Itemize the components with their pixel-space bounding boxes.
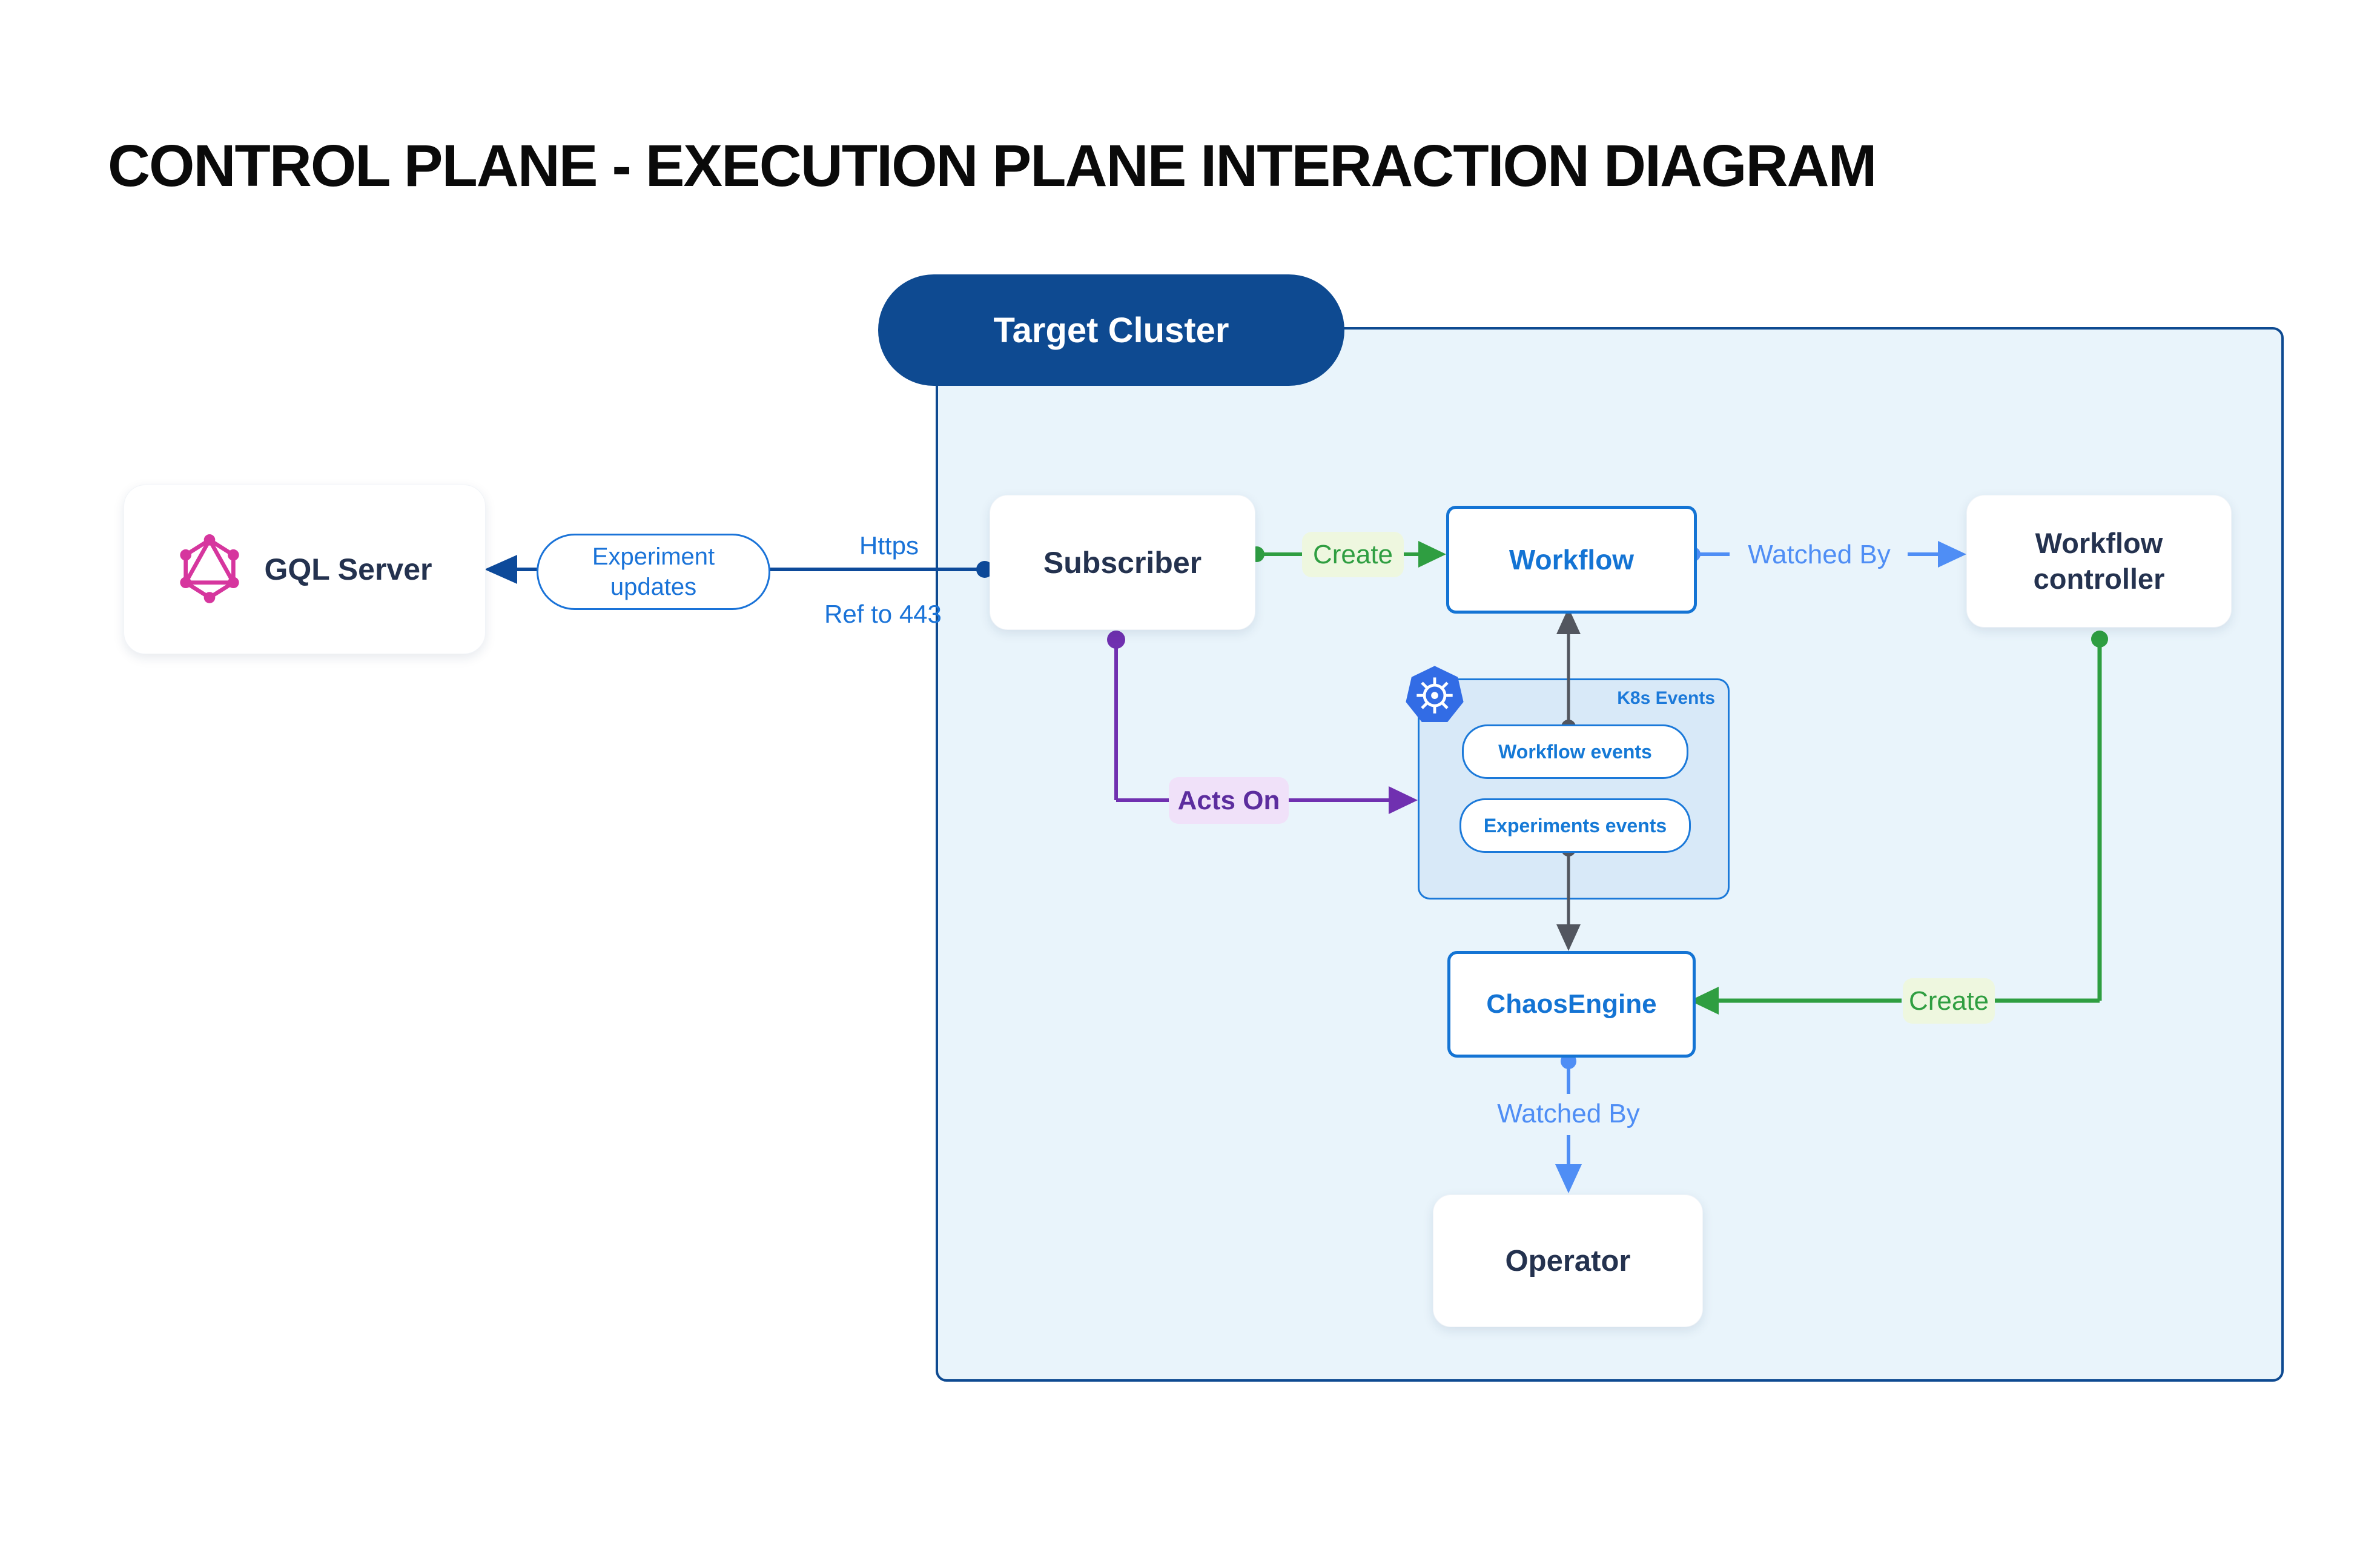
operator-label: Operator xyxy=(1505,1244,1631,1277)
node-gql-server: GQL Server xyxy=(124,485,486,654)
node-workflow: Workflow xyxy=(1446,506,1697,614)
edge-k8s-events xyxy=(1556,608,1581,951)
https-label: Https xyxy=(859,531,919,560)
kubernetes-icon xyxy=(1403,662,1467,726)
edge-experiment-updates xyxy=(484,555,993,584)
k8s-events-label: K8s Events xyxy=(1617,688,1715,708)
watched-by-operator-label: Watched By xyxy=(1497,1099,1640,1128)
experiments-events-pill: Experiments events xyxy=(1459,798,1691,853)
experiment-updates-pill: Experiment updates xyxy=(537,534,770,610)
page-title: CONTROL PLANE - EXECUTION PLANE INTERACT… xyxy=(108,133,1877,199)
node-subscriber: Subscriber xyxy=(990,495,1255,630)
target-cluster-label: Target Cluster xyxy=(993,310,1229,350)
gql-server-label: GQL Server xyxy=(264,552,432,586)
target-cluster-pill: Target Cluster xyxy=(878,274,1344,386)
experiment-updates-label: Experiment updates xyxy=(592,543,715,600)
k8s-events-box xyxy=(1418,678,1730,900)
edge-watched-by-operator xyxy=(1555,1053,1582,1193)
acts-on-label: Acts On xyxy=(1169,777,1289,824)
create-workflow-label: Create xyxy=(1302,532,1404,577)
node-workflow-controller: Workflow controller xyxy=(1966,495,2232,628)
workflow-events-pill: Workflow events xyxy=(1462,724,1688,779)
subscriber-label: Subscriber xyxy=(1043,545,1202,580)
graphql-icon xyxy=(177,534,242,605)
workflow-controller-label: Workflow controller xyxy=(2033,526,2165,595)
workflow-label: Workflow xyxy=(1509,544,1635,575)
node-operator: Operator xyxy=(1433,1194,1703,1327)
node-chaosengine: ChaosEngine xyxy=(1447,951,1696,1058)
create-chaos-label: Create xyxy=(1903,978,1995,1024)
ref-to-443-label: Ref to 443 xyxy=(824,600,942,628)
watched-by-workflow-label: Watched By xyxy=(1748,540,1891,569)
workflow-events-label: Workflow events xyxy=(1498,740,1652,763)
edge-create-chaos xyxy=(1690,631,2108,1015)
experiments-events-label: Experiments events xyxy=(1483,814,1667,837)
chaosengine-label: ChaosEngine xyxy=(1486,989,1657,1019)
edge-acts-on xyxy=(1107,631,1418,814)
